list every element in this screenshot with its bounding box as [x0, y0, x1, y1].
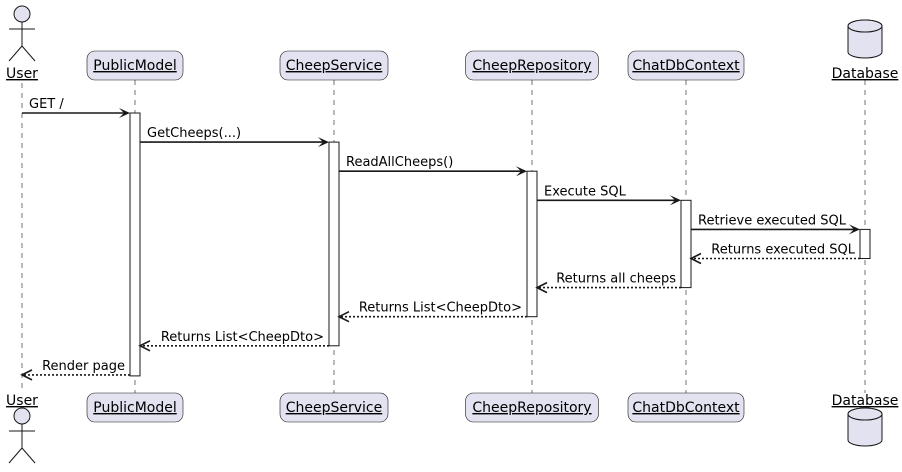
actor-icon — [8, 5, 36, 62]
participant-label: ChatDbContext — [632, 400, 740, 416]
participant-label: CheepService — [286, 58, 383, 74]
participant-publicmodel-bottom[interactable]: PublicModel — [86, 392, 184, 423]
participant-chatdbcontext-top[interactable]: ChatDbContext — [627, 50, 745, 81]
actor-icon — [8, 407, 36, 464]
arrowhead-icon — [670, 195, 681, 206]
arrowhead-icon — [535, 281, 548, 294]
message-7: Returns all cheeps — [535, 272, 681, 294]
participant-label: ChatDbContext — [632, 58, 740, 74]
message-label: Returns List<CheepDto> — [359, 301, 522, 316]
activation-bar-publicmodel — [129, 112, 141, 377]
arrowhead-icon — [119, 108, 130, 118]
participant-publicmodel-top[interactable]: PublicModel — [86, 50, 184, 81]
arrowhead-icon — [337, 310, 350, 323]
actor-leg-right — [21, 45, 36, 62]
message-4: Execute SQL — [537, 184, 681, 206]
message-1: GET / — [22, 97, 130, 118]
participant-box[interactable] — [627, 392, 745, 423]
participant-label: CheepService — [286, 400, 383, 416]
participant-cheeprepository-bottom[interactable]: CheepRepository — [465, 392, 599, 423]
actor-user-bottom: User — [6, 393, 38, 464]
message-2: GetCheeps(...) — [140, 126, 329, 148]
message-label: Retrieve executed SQL — [698, 213, 847, 228]
activation-bar-chatdbcontext — [680, 199, 692, 289]
participant-label: CheepRepository — [472, 400, 591, 416]
participant-label: Database — [832, 66, 899, 82]
message-label: GET / — [29, 97, 64, 112]
message-10: Render page — [20, 359, 130, 381]
participant-box[interactable] — [279, 50, 389, 81]
message-label: Returns all cheeps — [556, 272, 676, 287]
arrowhead-icon — [318, 137, 329, 148]
message-label: Returns List<CheepDto> — [161, 330, 324, 345]
participant-label: User — [6, 66, 38, 82]
actor-leg-right — [21, 447, 36, 464]
participant-label: CheepRepository — [472, 58, 591, 74]
participant-cheeprepository-top[interactable]: CheepRepository — [465, 50, 599, 81]
arrowhead-icon — [689, 252, 702, 265]
actor-user-top: User — [6, 5, 38, 82]
participant-cheepservice-top[interactable]: CheepService — [279, 50, 389, 81]
actor-head — [13, 5, 31, 23]
database-rim — [847, 413, 883, 421]
message-5: Retrieve executed SQL — [691, 213, 860, 235]
participant-chatdbcontext-bottom[interactable]: ChatDbContext — [627, 392, 745, 423]
participant-box[interactable] — [627, 50, 745, 81]
arrowhead-icon — [138, 340, 151, 352]
message-9: Returns List<CheepDto> — [138, 330, 329, 352]
database-database-top: Database — [832, 19, 899, 82]
message-3: ReadAllCheeps() — [339, 155, 527, 177]
database-icon — [847, 19, 883, 59]
participant-label: PublicModel — [93, 58, 176, 74]
message-8: Returns List<CheepDto> — [337, 301, 527, 323]
message-6: Returns executed SQL — [689, 243, 860, 265]
participant-cheepservice-bottom[interactable]: CheepService — [279, 392, 389, 423]
participant-label: User — [6, 393, 38, 409]
arrowhead-icon — [849, 224, 860, 235]
actor-head — [13, 407, 31, 425]
actor-leg-left — [8, 447, 23, 464]
message-label: GetCheeps(...) — [147, 126, 241, 141]
message-label: Execute SQL — [544, 184, 627, 199]
message-label: Returns executed SQL — [711, 243, 855, 258]
database-rim — [847, 25, 883, 33]
database-icon — [847, 407, 883, 447]
activation-bar-cheepservice — [328, 141, 340, 347]
participant-box[interactable] — [465, 50, 599, 81]
arrowhead-icon — [516, 166, 527, 177]
database-database-bottom: Database — [832, 393, 899, 447]
participant-label: PublicModel — [93, 400, 176, 416]
participant-box[interactable] — [86, 392, 184, 423]
message-label: ReadAllCheeps() — [346, 155, 453, 170]
activation-bar-database — [859, 228, 871, 259]
participant-label: Database — [832, 393, 899, 409]
activation-bar-cheeprepository — [526, 170, 538, 318]
arrowhead-icon — [20, 369, 33, 381]
participant-box[interactable] — [279, 392, 389, 423]
actor-leg-left — [8, 45, 23, 62]
participant-box[interactable] — [86, 50, 184, 81]
message-label: Render page — [42, 359, 125, 374]
participant-box[interactable] — [465, 392, 599, 423]
